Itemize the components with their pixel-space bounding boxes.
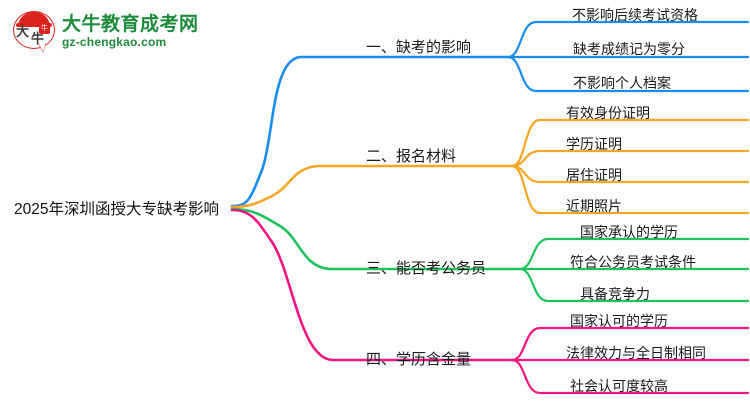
leaf-node-2-2[interactable]: 学历证明 [566,136,622,152]
leaf-node-3-1[interactable]: 国家承认的学历 [580,224,678,240]
branch-node-4[interactable]: 四、学历含金量 [366,351,472,368]
leaf-node-3-2[interactable]: 符合公务员考试条件 [570,254,696,270]
branch-node-2[interactable]: 二、报名材料 [366,148,457,165]
leaf-node-2-3[interactable]: 居住证明 [566,167,622,183]
leaf-node-1-2[interactable]: 缺考成绩记为零分 [573,41,685,57]
leaf-node-3-3[interactable]: 具备竞争力 [580,286,650,302]
speech-bubble-tail-shape [38,42,46,52]
leaf-node-2-1[interactable]: 有效身份证明 [566,105,650,121]
logo-char-niu: 牛 [31,31,45,46]
leaf-node-2-4[interactable]: 近期照片 [566,198,622,214]
logo-mark-icon: 大 牛 牛 [12,9,56,55]
branch-node-1[interactable]: 一、缺考的影响 [366,39,472,56]
logo-char-da: 大 [16,24,30,39]
leaf-node-4-1[interactable]: 国家认可的学历 [570,313,668,329]
logo-subtitle: gz-chengkao.com [62,35,167,50]
root-node-label[interactable]: 2025年深圳函授大专缺考影响 [14,201,219,218]
site-logo: 大 牛 牛 大牛教育成考网 gz-chengkao.com [12,6,198,58]
logo-text-block: 大牛教育成考网 gz-chengkao.com [62,15,199,49]
leaf-node-1-3[interactable]: 不影响个人档案 [573,75,671,91]
leaf-node-4-2[interactable]: 法律效力与全日制相同 [566,345,706,361]
leaf-node-1-1[interactable]: 不影响后续考试资格 [572,7,698,23]
logo-title: 大牛教育成考网 [62,14,199,36]
leaf-node-4-3[interactable]: 社会认可度较高 [570,378,668,394]
logo-seal-icon: 牛 [39,23,50,34]
logo-cap-band-shape [16,23,52,27]
branch-node-3[interactable]: 三、能否考公务员 [366,260,487,277]
